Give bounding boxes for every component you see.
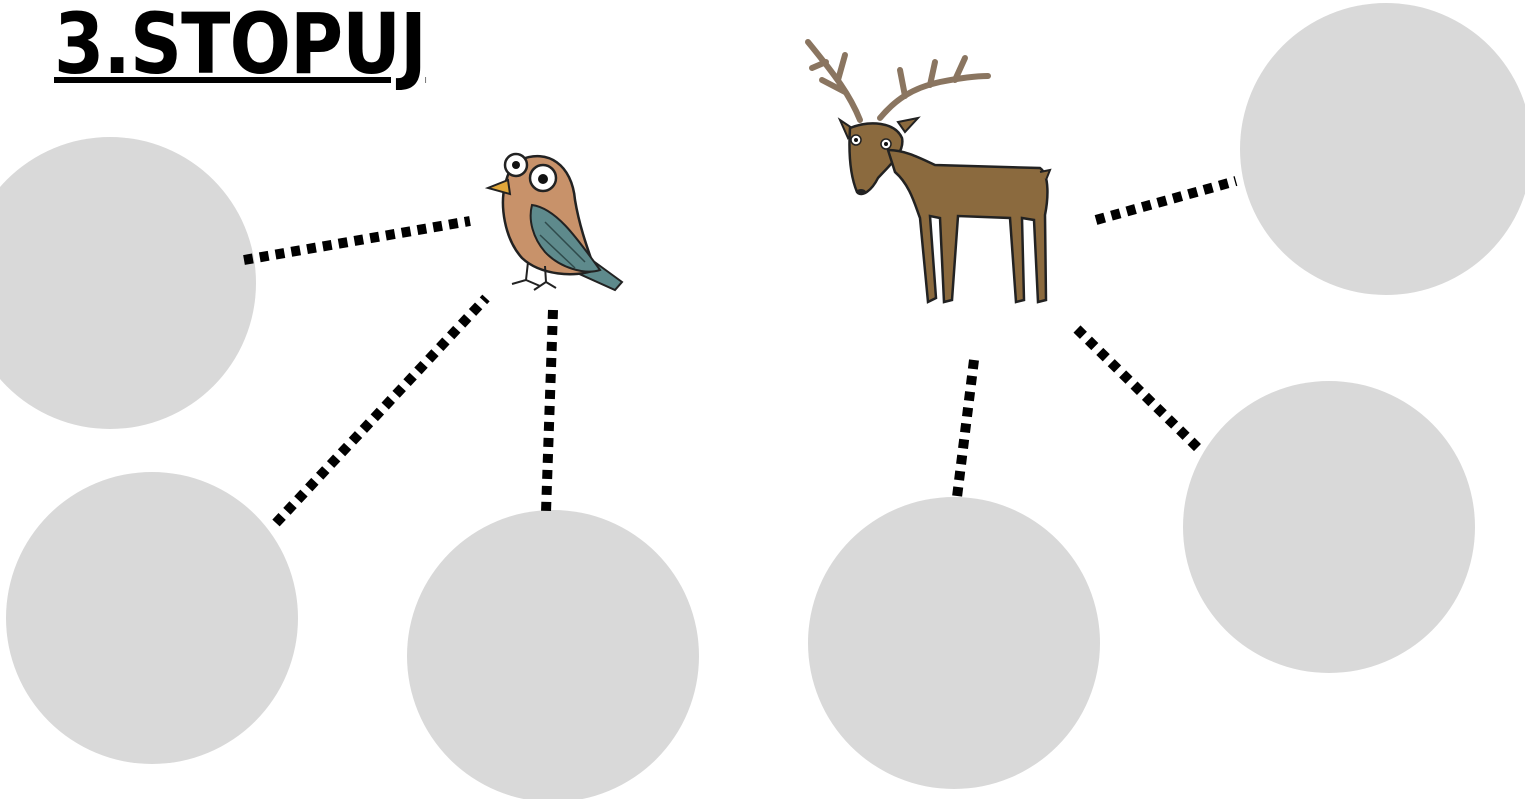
connector-bird-bottom-left [272, 294, 490, 527]
connector-bird-left [243, 216, 471, 265]
connectors [243, 176, 1238, 527]
page-title: 3.STOPUJ [54, 0, 427, 93]
connector-deer-top-right [1094, 176, 1238, 225]
answer-circle-deer-bottom[interactable] [808, 497, 1100, 789]
bird-icon [484, 152, 624, 292]
answer-circle-deer-top-right[interactable] [1240, 3, 1525, 295]
answer-circle-bird-bottom-left[interactable] [6, 472, 298, 764]
connector-deer-right [1073, 325, 1203, 453]
deer-icon [805, 39, 1052, 304]
connector-bird-bottom [541, 309, 558, 513]
answer-circle-deer-right[interactable] [1183, 381, 1475, 673]
connector-deer-bottom [952, 359, 979, 498]
answer-circle-bird-left[interactable] [0, 137, 256, 429]
answer-circles [0, 3, 1525, 799]
answer-circle-bird-bottom[interactable] [407, 510, 699, 799]
